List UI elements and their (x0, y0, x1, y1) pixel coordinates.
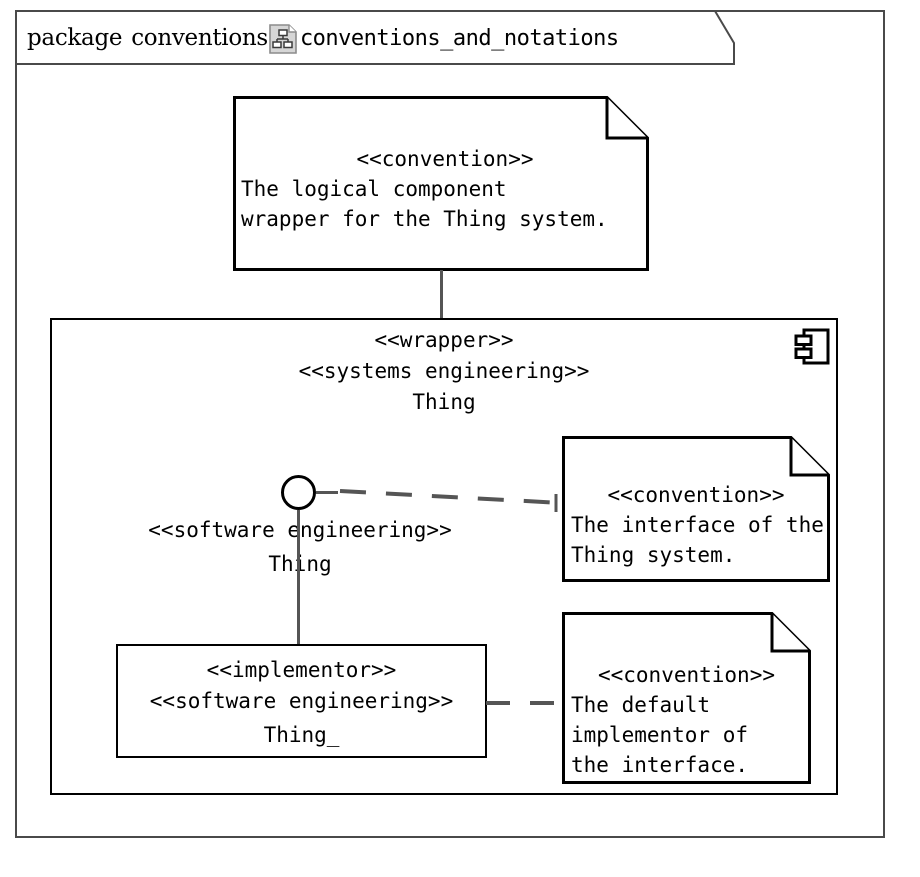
diagram-page-icon (268, 23, 298, 55)
note-convention-implementor: <<convention>> The default implementor o… (562, 612, 811, 784)
note-body-line: Thing system. (571, 543, 736, 567)
package-qualified-name: conventions_and_notations (299, 25, 619, 51)
connector-interface-to-note (339, 489, 563, 512)
note-convention-wrapper: <<convention>> The logical component wra… (233, 96, 649, 271)
note-convention-interface: <<convention>> The interface of the Thin… (562, 436, 830, 582)
component-name: Thing (412, 390, 476, 414)
connector-lollipop-stub (316, 491, 338, 494)
component-stereotype-wrapper: <<wrapper>> (374, 328, 514, 352)
package-name: conventions (131, 25, 268, 51)
note-stereotype: <<convention>> (356, 147, 534, 171)
implementor-stereotype-implementor: <<implementor>> (206, 658, 397, 682)
note-stereotype: <<convention>> (597, 663, 775, 687)
implementor-name: Thing_ (263, 723, 340, 747)
interface-stereotype: <<software engineering>> (148, 518, 452, 542)
package-label: package conventions conventions_and_nota… (27, 22, 619, 54)
component-stereotype-systems-engineering: <<systems engineering>> (298, 359, 590, 383)
note-body-line: The default (571, 693, 711, 717)
connector-interface-to-implementor (297, 510, 300, 644)
package-keyword: package (27, 25, 123, 51)
note-body-line: wrapper for the Thing system. (241, 207, 608, 231)
note-body-line: implementor of (571, 723, 749, 747)
connector-implementor-to-note (486, 701, 562, 705)
package-tab (15, 10, 735, 65)
uml-component-icon (793, 327, 833, 375)
implementor-class-box[interactable] (116, 644, 487, 758)
lollipop-icon[interactable] (281, 475, 316, 510)
connector-note-to-component (440, 270, 443, 319)
note-body-line: The interface of the (571, 513, 824, 537)
implementor-stereotype-software-engineering: <<software engineering>> (149, 689, 454, 713)
note-stereotype: <<convention>> (607, 483, 785, 507)
note-body-line: the interface. (571, 753, 749, 777)
interface-name: Thing (268, 552, 332, 576)
note-body-line: The logical component (241, 177, 507, 201)
